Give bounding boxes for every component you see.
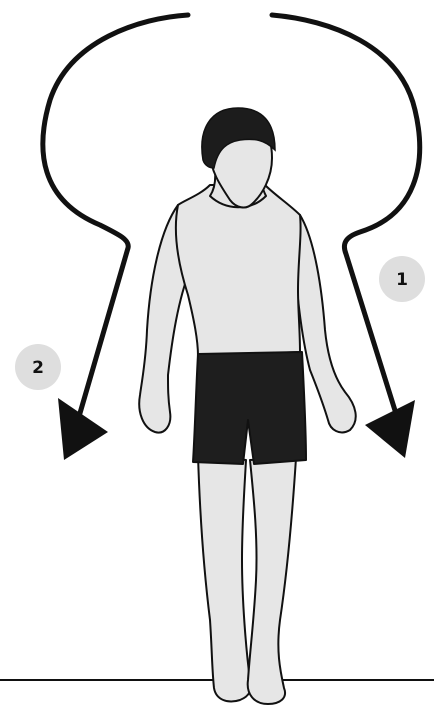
- shorts: [193, 352, 306, 464]
- step-1-badge: 1: [379, 256, 425, 302]
- right-leg: [248, 458, 296, 704]
- arrow-1-head: [365, 400, 415, 458]
- step-2-label: 2: [32, 358, 44, 378]
- step-1-label: 1: [396, 270, 408, 290]
- left-leg: [198, 455, 251, 702]
- standing-person-icon: [139, 108, 355, 704]
- step-2-badge: 2: [15, 344, 61, 390]
- torso: [176, 185, 301, 356]
